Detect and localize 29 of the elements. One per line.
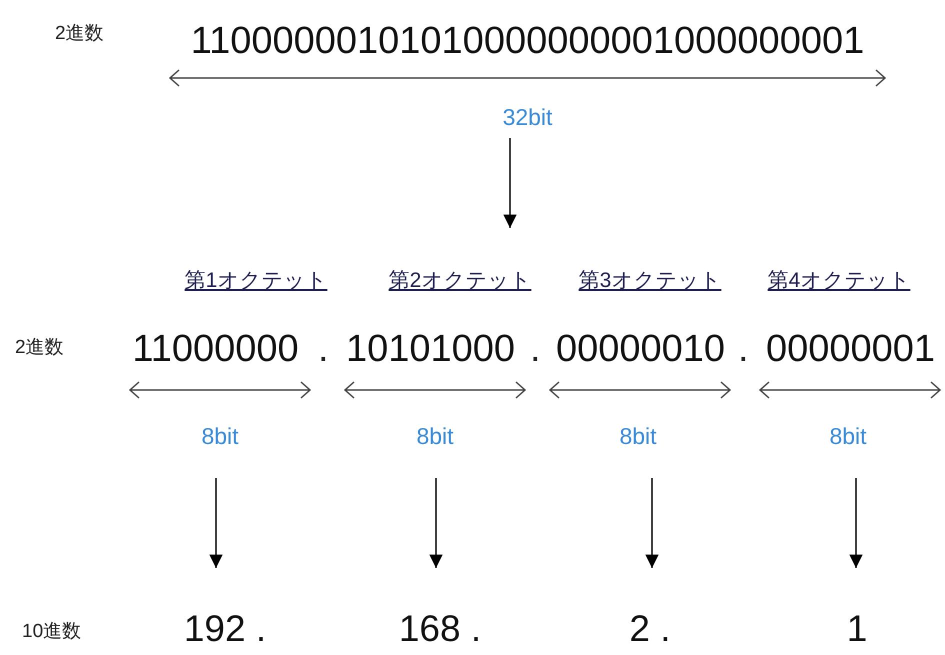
separator-dot: .: [530, 330, 541, 368]
bit-width-label: 8bit: [828, 425, 868, 448]
arrow: [645, 478, 659, 568]
arrow: [503, 138, 517, 228]
row-label: 2進数: [15, 338, 64, 357]
binary-number: 11000000: [131, 330, 300, 368]
octet-heading: 第1オクテット: [184, 270, 328, 291]
binary-number: 00000001: [764, 330, 936, 368]
decimal-number: 168 .: [398, 610, 482, 647]
octet-heading: 第4オクテット: [766, 270, 912, 291]
arrow: [849, 478, 863, 568]
binary-number: 00000010: [554, 330, 726, 368]
octet-heading: 第2オクテット: [388, 270, 532, 291]
separator-dot: .: [738, 330, 749, 368]
row-label: 10進数: [22, 622, 82, 641]
bit-width-label: 8bit: [200, 425, 240, 448]
arrow: [209, 478, 223, 568]
separator-dot: .: [318, 330, 329, 368]
binary-number: 11000000101010000000001000000001: [190, 22, 866, 60]
decimal-number: 1: [846, 610, 868, 647]
decimal-number: 2 .: [628, 610, 672, 647]
bit-width-label: 8bit: [415, 425, 455, 448]
binary-number: 10101000: [344, 330, 516, 368]
decimal-number: 192 .: [182, 610, 268, 647]
arrow: [429, 478, 443, 568]
row-label: 2進数: [55, 24, 104, 43]
bit-width-label: 8bit: [618, 425, 658, 448]
octet-heading: 第3オクテット: [578, 270, 722, 291]
bit-width-label: 32bit: [502, 106, 554, 129]
